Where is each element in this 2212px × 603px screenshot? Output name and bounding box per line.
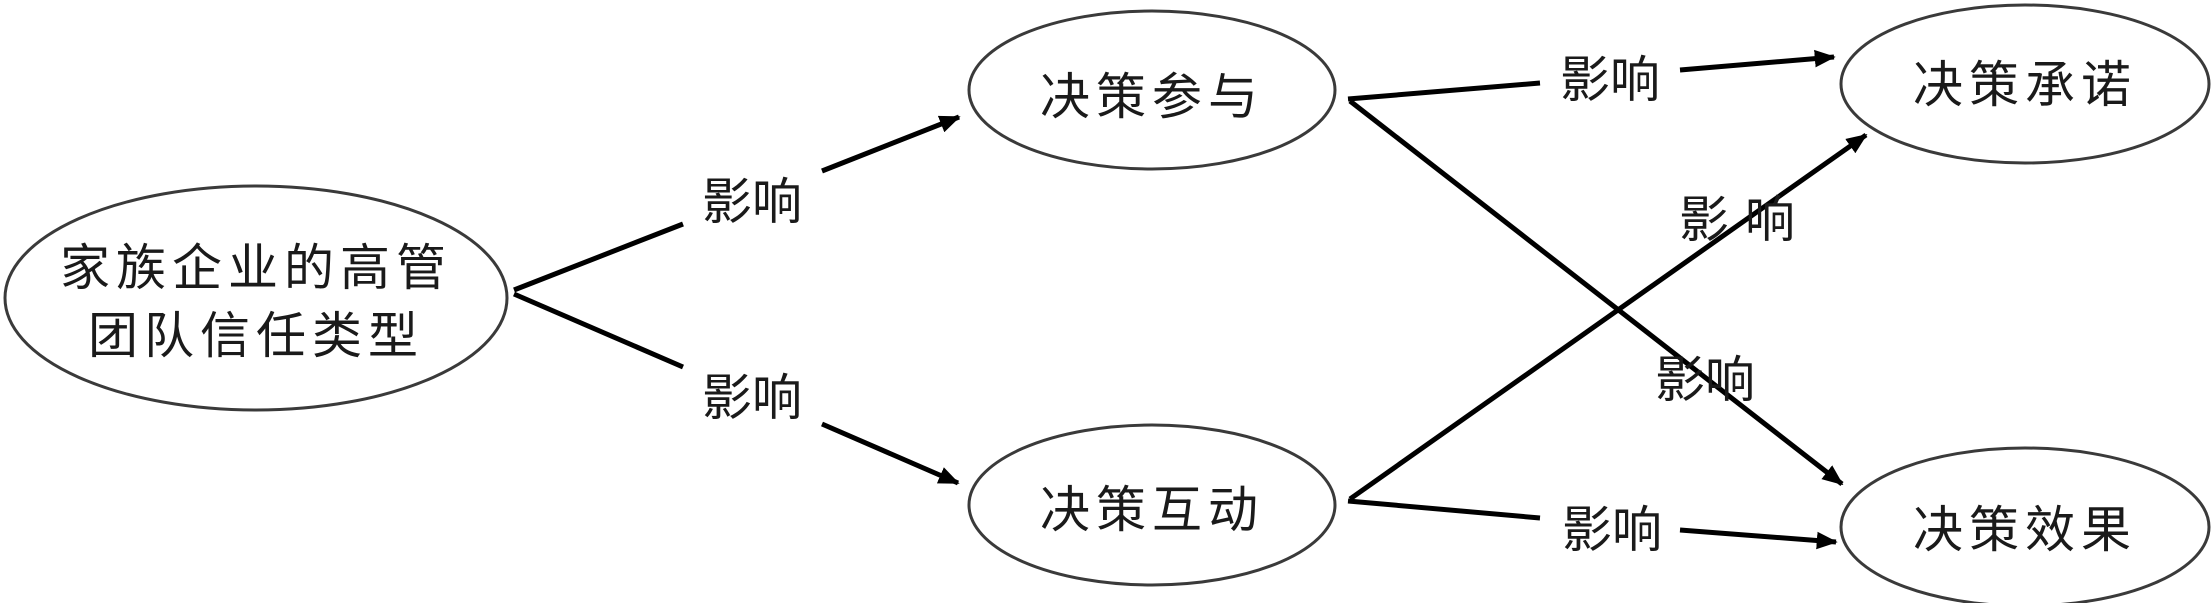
edge-label-source-to-interaction: 影响	[702, 369, 802, 427]
node-decision-interaction-label: 决策互动	[1040, 481, 1264, 539]
edge-participation-to-effect-line	[1348, 99, 1844, 486]
node-decision-interaction: 决策互动	[967, 423, 1337, 587]
edge-participation-to-commitment-segment-1	[1347, 80, 1541, 102]
edges-layer	[513, 49, 1868, 550]
edge-label-interaction-to-effect: 影响	[1562, 501, 1662, 559]
edge-source-to-participation-segment-1	[513, 221, 684, 293]
edge-label-participation-to-effect: 影响	[1655, 351, 1755, 409]
edge-labels-layer: 影响 影响 影响 影 响 影响 影响	[702, 51, 1795, 559]
edge-interaction-to-effect-segment-2	[1679, 527, 1838, 550]
node-decision-effect-label: 决策效果	[1913, 501, 2137, 559]
node-decision-effect: 决策效果	[1839, 446, 2211, 603]
node-decision-effect-ellipse	[1839, 446, 2211, 603]
node-source-ellipse	[3, 184, 509, 412]
node-decision-participation: 决策参与	[967, 9, 1337, 171]
node-source: 家族企业的高管 团队信任类型	[3, 184, 509, 412]
edge-source-to-interaction-segment-2	[821, 421, 960, 486]
node-source-label-line-1: 家族企业的高管	[60, 239, 452, 297]
edge-source-to-interaction-segment-1	[513, 291, 684, 370]
edge-label-participation-to-commitment: 影响	[1560, 51, 1660, 109]
node-decision-participation-ellipse	[967, 9, 1337, 171]
edge-label-source-to-participation: 影响	[702, 173, 802, 231]
node-decision-commitment-ellipse	[1839, 3, 2211, 165]
node-source-label-line-2: 团队信任类型	[88, 307, 424, 365]
edge-source-to-participation-segment-2	[821, 114, 961, 174]
node-decision-commitment-label: 决策承诺	[1913, 56, 2137, 114]
node-decision-interaction-ellipse	[967, 423, 1337, 587]
node-decision-commitment: 决策承诺	[1839, 3, 2211, 165]
edge-participation-to-commitment-segment-2	[1679, 49, 1836, 73]
edge-label-interaction-to-commitment: 影 响	[1679, 191, 1795, 249]
node-decision-participation-label: 决策参与	[1040, 68, 1264, 126]
edge-interaction-to-effect-segment-1	[1347, 498, 1541, 521]
edge-interaction-to-commitment-line	[1348, 132, 1868, 502]
